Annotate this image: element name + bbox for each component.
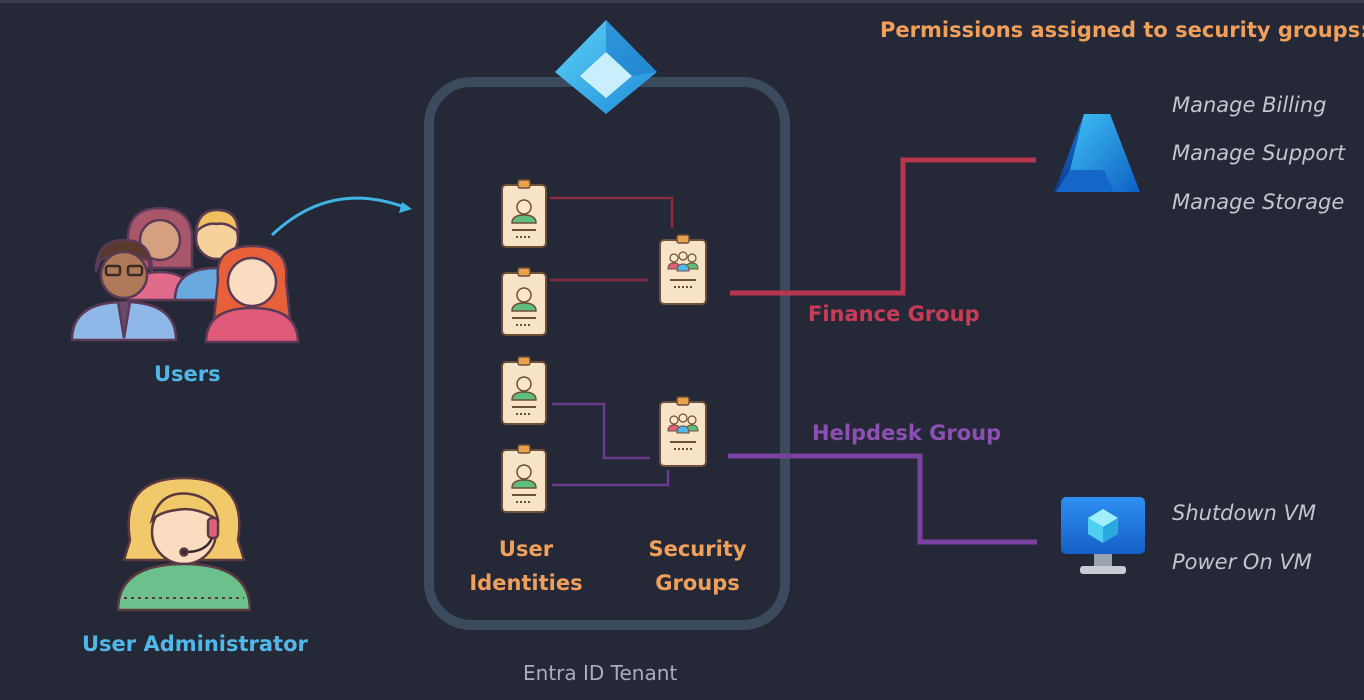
finance-group-line (730, 157, 1036, 296)
finance-group-label: Finance Group (808, 302, 980, 326)
azure-permission-3: Manage Storage (1172, 190, 1345, 214)
helpdesk-group-connectors (552, 402, 670, 487)
azure-permission-2: Manage Support (1172, 141, 1346, 165)
user-identities-label-line-1: User (498, 537, 554, 561)
user-administrator-label: User Administrator (82, 632, 308, 656)
users-label: Users (154, 362, 221, 386)
entra-id-diamond-icon (555, 20, 657, 114)
user-identity-card-2 (501, 267, 547, 336)
user-identities-label-line-2: Identities (469, 571, 583, 595)
helpdesk-group-label: Helpdesk Group (812, 421, 1002, 445)
security-groups-label: Security Groups (640, 532, 755, 600)
tenant-label: Entra ID Tenant (523, 661, 678, 685)
user-identity-card-4 (501, 444, 547, 513)
users-to-tenant-arrow (270, 196, 412, 237)
helpdesk-group-line (728, 453, 1037, 545)
user-identities-label: User Identities (466, 532, 586, 600)
finance-security-group-card (659, 234, 707, 305)
azure-permission-1: Manage Billing (1172, 93, 1327, 117)
top-border (0, 0, 1364, 3)
user-identity-card-3 (501, 356, 547, 425)
helpdesk-security-group-card (659, 396, 707, 467)
user-administrator-icon (116, 476, 252, 612)
vm-permission-1: Shutdown VM (1172, 501, 1317, 525)
security-groups-label-line-1: Security (648, 537, 747, 561)
permissions-heading: Permissions assigned to security groups: (880, 18, 1364, 42)
security-groups-label-line-2: Groups (655, 571, 740, 595)
users-group-icon (70, 206, 300, 344)
azure-logo-icon (1054, 114, 1140, 192)
user-identity-card-1 (501, 179, 547, 248)
finance-group-connectors (550, 196, 674, 282)
virtual-machine-icon (1061, 497, 1145, 574)
vm-permission-2: Power On VM (1172, 550, 1312, 574)
